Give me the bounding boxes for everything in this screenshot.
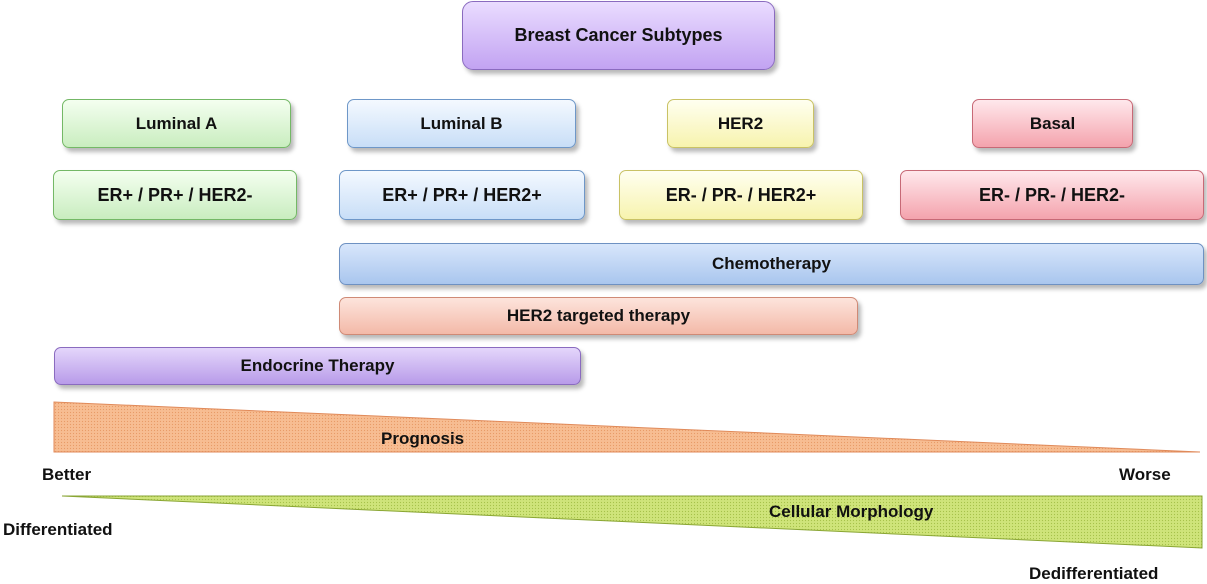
subtype-label: Luminal A — [135, 113, 218, 133]
subtype-label: Basal — [1029, 113, 1076, 133]
morphology-wedge — [61, 495, 1203, 549]
diagram-title-text: Breast Cancer Subtypes — [514, 25, 723, 45]
subtype-label: HER2 — [717, 113, 764, 133]
therapy-endocrine: Endocrine Therapy — [54, 347, 581, 385]
receptor-label: ER- / PR- / HER2+ — [665, 184, 817, 205]
receptor-label: ER- / PR- / HER2- — [978, 184, 1125, 205]
morphology-label: Cellular Morphology — [769, 502, 934, 521]
prognosis-right-label: Worse — [1119, 465, 1171, 484]
receptor-label: ER+ / PR+ / HER2- — [97, 184, 253, 205]
subtype-luminal-a: Luminal A — [62, 99, 291, 148]
subtype-label: Luminal B — [420, 113, 503, 133]
therapy-label: HER2 targeted therapy — [506, 306, 691, 325]
receptor-label: ER+ / PR+ / HER2+ — [382, 184, 542, 205]
morphology-right-label: Dedifferentiated — [1029, 564, 1159, 583]
morphology-left-label: Differentiated — [3, 520, 113, 539]
receptor-luminal-a: ER+ / PR+ / HER2- — [53, 170, 297, 220]
subtype-her2: HER2 — [667, 99, 814, 148]
subtype-luminal-b: Luminal B — [347, 99, 576, 148]
diagram-title: Breast Cancer Subtypes — [462, 1, 775, 70]
therapy-label: Chemotherapy — [711, 254, 832, 273]
receptor-luminal-b: ER+ / PR+ / HER2+ — [339, 170, 585, 220]
prognosis-label: Prognosis — [381, 429, 465, 448]
therapy-her2-targeted: HER2 targeted therapy — [339, 297, 858, 335]
subtype-basal: Basal — [972, 99, 1133, 148]
receptor-her2: ER- / PR- / HER2+ — [619, 170, 863, 220]
prognosis-left-label: Better — [42, 465, 92, 484]
prognosis-wedge — [53, 401, 1201, 453]
therapy-label: Endocrine Therapy — [240, 356, 395, 375]
therapy-chemotherapy: Chemotherapy — [339, 243, 1204, 285]
receptor-basal: ER- / PR- / HER2- — [900, 170, 1204, 220]
